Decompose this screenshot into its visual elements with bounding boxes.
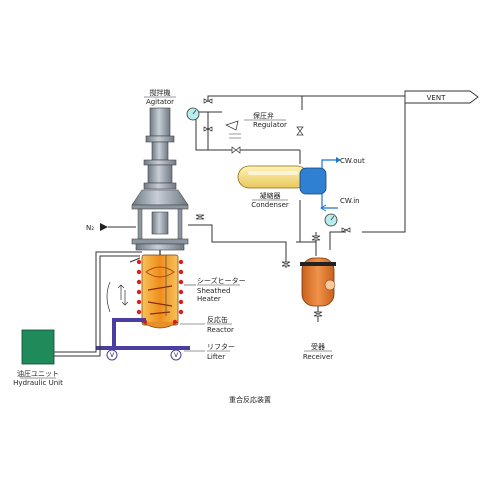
pressure-gauge-reactor [186, 107, 200, 121]
receiver-label-jp: 受器 [311, 342, 325, 351]
reactor-vessel [141, 254, 179, 329]
reactor-label-jp: 反応缶 [207, 315, 228, 324]
reactor-label-en: Reactor [207, 326, 234, 334]
piping [129, 95, 406, 322]
condenser-label-jp: 凝縮器 [260, 191, 281, 200]
heater-label-jp: シーズヒーター [197, 276, 246, 285]
receiver-label-en: Receiver [303, 353, 333, 361]
vent-label: VENT [427, 94, 446, 102]
vent-outlet: VENT [404, 90, 479, 104]
condenser-label-en: Condenser [251, 201, 289, 209]
lifter-wheel-right: V [174, 352, 179, 359]
lifter-label-jp: リフター [207, 342, 235, 351]
pressure-gauge-receiver [324, 213, 338, 227]
valves [195, 98, 351, 317]
regulator-label-jp: 保圧弁 [253, 111, 274, 120]
sheathed-heater [136, 259, 184, 325]
receiver-vessel [300, 257, 336, 307]
regulator-label-en: Regulator [253, 121, 287, 129]
n2-label: N₂ [86, 224, 94, 232]
hydraulic-unit [21, 251, 142, 365]
lifter-label-en: Lifter [207, 353, 225, 361]
lifter-wheel-left: V [110, 352, 115, 359]
diagram-caption: 重合反応装置 [229, 395, 271, 404]
cw-out-label: CW.out [340, 157, 365, 165]
hydraulic-label-en: Hydraulic Unit [13, 379, 63, 387]
agitator-label-jp: 撹拌機 [150, 88, 171, 97]
cw-in-label: CW.in [340, 197, 360, 205]
hydraulic-label-jp: 油圧ユニット [17, 369, 59, 378]
heater-label-en-1: Sheathed [197, 287, 230, 295]
agitator-label-en: Agitator [146, 98, 174, 106]
lifter: V V [96, 281, 190, 361]
nitrogen-inlet: N₂ [86, 223, 136, 232]
pressure-regulator [225, 120, 241, 154]
condenser [237, 165, 327, 195]
heater-label-en-2: Heater [197, 295, 221, 303]
